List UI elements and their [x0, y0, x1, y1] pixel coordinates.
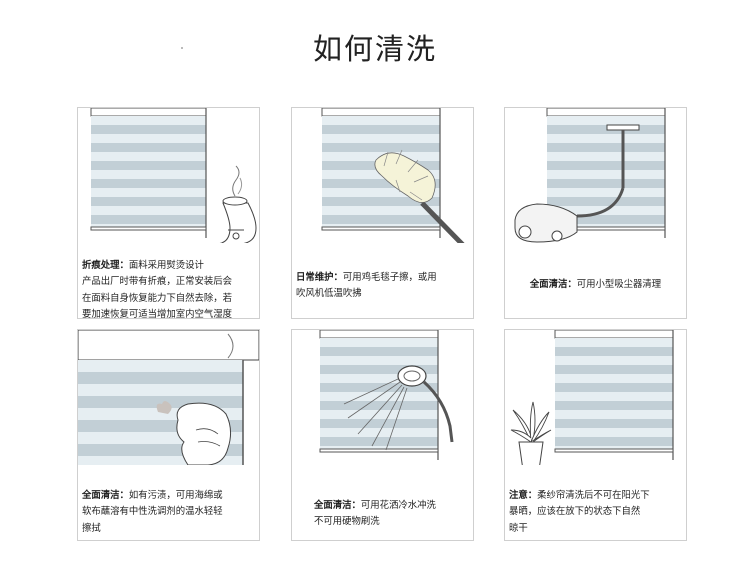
decorative-dot: [181, 47, 183, 49]
card-caption: 日常维护：可用鸡毛毯子擦，或用 吹风机低温吹拂: [296, 272, 437, 300]
blind-with-plant-illustration: [510, 330, 674, 465]
zebra-blind: [319, 330, 439, 460]
card-shower: 全面清洁：可用花洒冷水冲洗 不可用硬物刷洗: [291, 329, 474, 541]
card-caption: 全面清洁：可用花洒冷水冲洗 不可用硬物刷洗: [314, 500, 436, 528]
page-title: 如何清洗: [312, 32, 437, 66]
blind-closeup-with-hand-illustration: [78, 330, 259, 465]
feather-duster-icon: [374, 149, 465, 243]
zebra-blind: [554, 330, 674, 460]
card-caption: 全面清洁：如有污渍，可用海绵或 软布蘸溶有中性洗调剂的温水轻轻 擦拭: [82, 490, 223, 534]
card-caption: 折痕处理：面料采用熨烫设计 产品出厂时带有折痕，正常安装后会 在面料自身恢复能力…: [82, 260, 233, 319]
blind-with-humidifier-illustration: [90, 108, 257, 243]
blind-with-shower-illustration: [319, 330, 454, 460]
humidifier-icon: [219, 165, 257, 243]
zebra-blind: [90, 108, 207, 238]
vacuum-cleaner-icon: [514, 124, 640, 243]
card-dry: 注意：柔纱帘清洗后不可在阳光下 暴晒，应该在放下的状态下自然 晾干: [504, 329, 687, 541]
card-wrinkle: 折痕处理：面料采用熨烫设计 产品出厂时带有折痕，正常安装后会 在面料自身恢复能力…: [77, 107, 260, 319]
shower-head-icon: [343, 365, 454, 451]
card-caption: 注意：柔纱帘清洗后不可在阳光下 暴晒，应该在放下的状态下自然 晾干: [509, 490, 650, 534]
blind-with-duster-illustration: [321, 108, 465, 243]
card-stain: 全面清洁：如有污渍，可用海绵或 软布蘸溶有中性洗调剂的温水轻轻 擦拭: [77, 329, 260, 541]
hand-sponge-icon: [176, 402, 232, 465]
card-full-vacuum: 全面清洁：可用小型吸尘器清理: [504, 107, 687, 319]
potted-plant-icon: [510, 401, 552, 465]
card-caption: 全面清洁：可用小型吸尘器清理: [529, 279, 662, 290]
card-daily: 日常维护：可用鸡毛毯子擦，或用 吹风机低温吹拂: [291, 107, 474, 319]
blind-with-vacuum-illustration: [514, 108, 666, 243]
